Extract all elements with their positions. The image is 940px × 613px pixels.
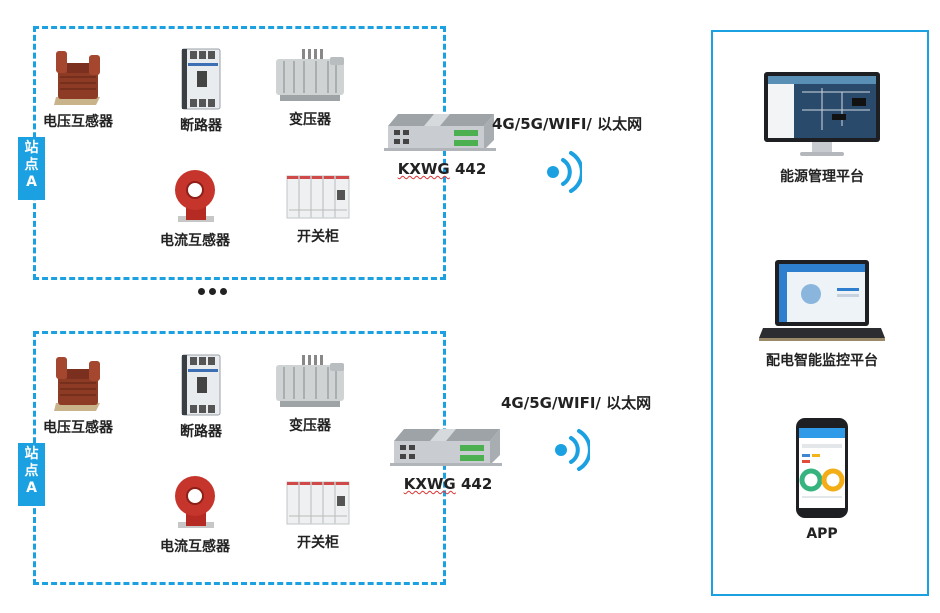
platform-distribution-monitoring[interactable]: 配电智能监控平台 <box>713 258 931 370</box>
badge-char: A <box>26 174 37 190</box>
platform-mobile-app[interactable]: APP <box>713 416 931 542</box>
station-2-badge: 站 点 A <box>18 443 45 506</box>
laptop-icon <box>759 260 885 341</box>
device-switchgear: 开关柜 <box>268 478 368 552</box>
device-voltage-transformer: 电压互感器 <box>28 47 128 131</box>
gateway-model-number: 442 <box>455 475 493 493</box>
more-dots-icon <box>198 288 230 298</box>
device-current-transformer: 电流互感器 <box>145 472 245 556</box>
device-label: 开关柜 <box>297 229 339 245</box>
platform-label: 能源管理平台 <box>780 169 864 185</box>
device-voltage-transformer: 电压互感器 <box>28 353 128 437</box>
device-label: 电压互感器 <box>43 420 113 436</box>
device-circuit-breaker: 断路器 <box>151 47 251 135</box>
device-label: 开关柜 <box>297 535 339 551</box>
circuit-breaker-icon <box>181 48 221 110</box>
badge-char: 站 <box>24 446 39 462</box>
switchgear-icon <box>286 481 350 525</box>
gateway-model-label: KXWG 442 <box>384 160 500 178</box>
device-current-transformer: 电流互感器 <box>145 166 245 250</box>
platform-label: APP <box>806 526 838 542</box>
device-power-transformer: 变压器 <box>260 47 360 129</box>
current-transformer-icon <box>175 170 215 222</box>
power-transformer-icon <box>276 49 344 101</box>
monitor-icon <box>764 72 880 156</box>
station-2-network-label: 4G/5G/WIFI/ 以太网 <box>501 394 652 412</box>
device-switchgear: 开关柜 <box>268 172 368 246</box>
switchgear-icon <box>286 175 350 219</box>
power-transformer-icon <box>276 355 344 407</box>
voltage-transformer-icon <box>54 51 100 105</box>
gateway-model-label: KXWG 442 <box>390 475 506 493</box>
badge-char: A <box>26 480 37 496</box>
voltage-transformer-icon <box>54 357 100 411</box>
device-power-transformer: 变压器 <box>260 353 360 435</box>
station-1-badge: 站 点 A <box>18 137 45 200</box>
device-circuit-breaker: 断路器 <box>151 353 251 441</box>
device-label: 变压器 <box>289 418 331 434</box>
device-label: 电流互感器 <box>160 539 230 555</box>
device-label: 电流互感器 <box>160 233 230 249</box>
station-1-gateway: KXWG 442 <box>384 112 500 178</box>
smartphone-icon <box>796 418 848 518</box>
wifi-signal-icon <box>555 429 590 471</box>
circuit-breaker-icon <box>181 354 221 416</box>
badge-char: 站 <box>24 140 39 156</box>
gateway-model-prefix: KXWG <box>403 475 456 493</box>
gateway-device-icon <box>384 114 496 151</box>
device-label: 电压互感器 <box>43 114 113 130</box>
station-2-gateway: KXWG 442 <box>390 427 506 493</box>
platform-panel: 能源管理平台 配电智能监控平台 APP <box>711 30 929 596</box>
wifi-signal-icon <box>547 151 582 193</box>
gateway-model-number: 442 <box>449 160 487 178</box>
device-label: 断路器 <box>180 118 222 134</box>
current-transformer-icon <box>175 476 215 528</box>
badge-char: 点 <box>24 157 39 173</box>
device-label: 变压器 <box>289 112 331 128</box>
station-1-network-label: 4G/5G/WIFI/ 以太网 <box>492 115 643 133</box>
gateway-model-prefix: KXWG <box>397 160 450 178</box>
platform-energy-management[interactable]: 能源管理平台 <box>713 70 931 186</box>
platform-label: 配电智能监控平台 <box>766 353 878 369</box>
gateway-device-icon <box>390 429 502 466</box>
badge-char: 点 <box>24 463 39 479</box>
device-label: 断路器 <box>180 424 222 440</box>
